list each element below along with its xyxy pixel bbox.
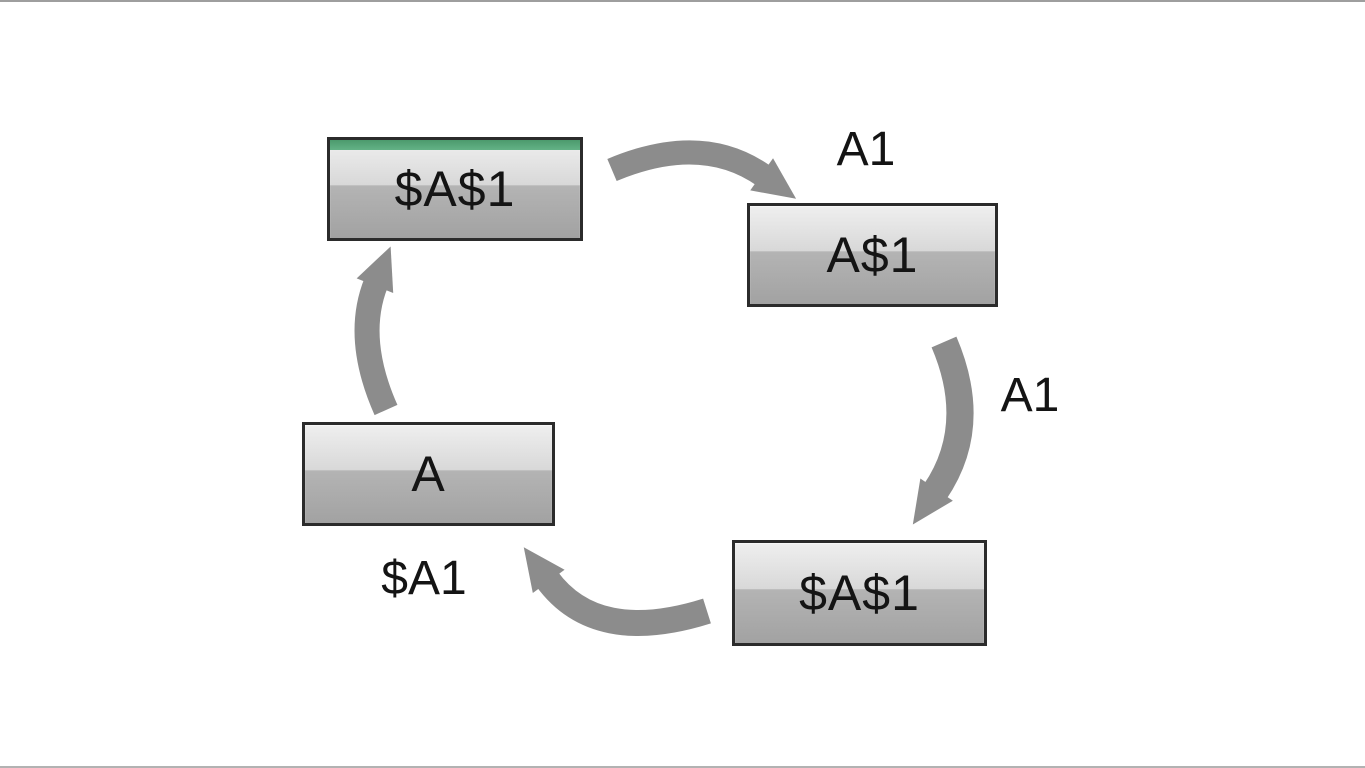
reference-box-label: A bbox=[411, 446, 446, 502]
green-accent-strip bbox=[330, 140, 580, 150]
arrow-label-bottom-left: $A1 bbox=[381, 552, 467, 605]
curved-arrow-right-icon bbox=[912, 336, 974, 525]
reference-box-label: $A$1 bbox=[799, 565, 920, 621]
reference-box-absolute: $A$1 bbox=[327, 137, 583, 241]
top-frame-line bbox=[0, 0, 1365, 2]
arrow-label-right: A1 bbox=[1000, 369, 1060, 422]
arrow-label-top: A1 bbox=[836, 123, 896, 176]
curved-arrow-top-icon bbox=[607, 140, 797, 199]
reference-box-column: A bbox=[302, 422, 555, 526]
bottom-frame-line bbox=[0, 766, 1365, 768]
reference-box-label: A$1 bbox=[826, 227, 919, 283]
reference-box-row-locked: A$1 bbox=[747, 203, 998, 307]
curved-arrow-bottom-icon bbox=[523, 547, 711, 636]
reference-box-absolute-2: $A$1 bbox=[732, 540, 987, 646]
reference-box-label: $A$1 bbox=[394, 161, 516, 217]
curved-arrow-left-icon bbox=[354, 246, 398, 416]
